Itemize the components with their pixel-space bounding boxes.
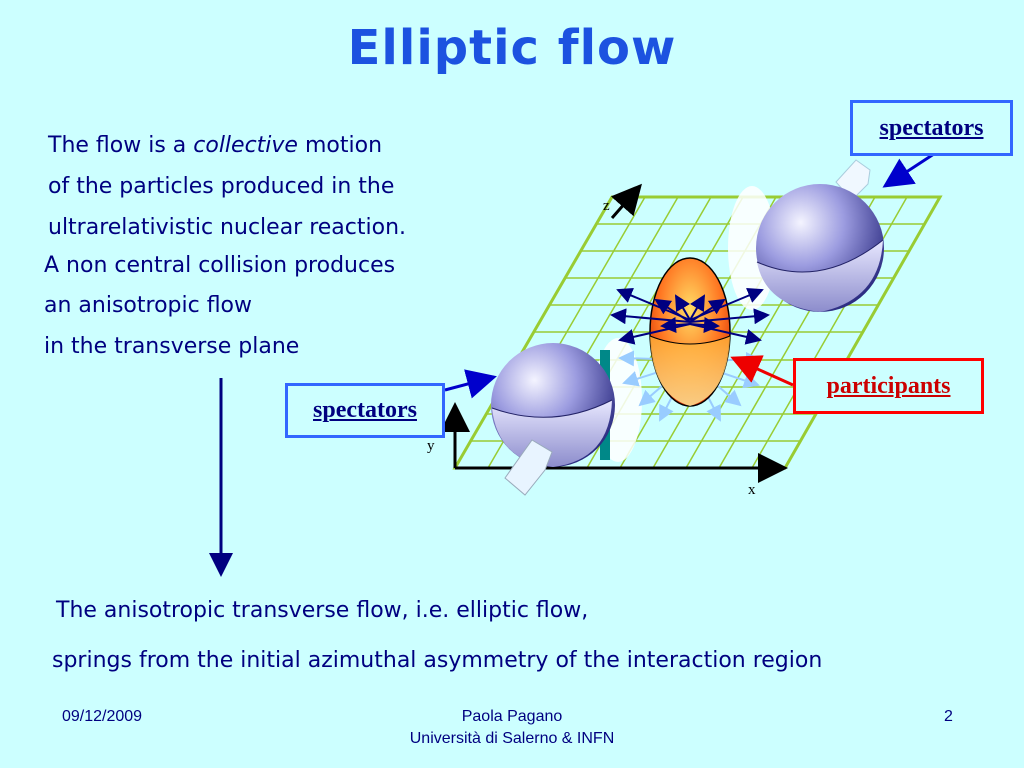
axis-y-label: y [427, 438, 435, 454]
participants-text: participants [826, 372, 951, 399]
axis-z-label: z [603, 198, 610, 214]
spectators-label-top: spectators [850, 100, 1013, 156]
slide-title: Elliptic flow [347, 20, 677, 76]
spectators-left-text: spectators [313, 397, 417, 423]
intro-line-1: The flow is a collective motion [48, 133, 382, 158]
spectator-nucleus-top [728, 159, 884, 312]
conclusion-line-2: springs from the initial azimuthal asymm… [52, 648, 823, 673]
intro-line-1-pre: The flow is a [48, 133, 194, 158]
spectators-top-pointer [882, 148, 941, 188]
collision-line-1: A non central collision produces [44, 253, 396, 278]
collision-line-2: an anisotropic flow [44, 293, 253, 318]
footer-affiliation: Università di Salerno & INFN [409, 730, 615, 747]
flow-arrows-dark [610, 288, 770, 345]
axis-x-label: x [748, 482, 756, 498]
participants-pointer [730, 355, 794, 387]
footer-author: Paola Pagano [461, 708, 563, 725]
footer-date: 09/12/2009 [62, 708, 143, 725]
intro-line-1-em: collective [193, 133, 298, 158]
coordinate-axes [440, 183, 788, 483]
conclusion-line-1: The anisotropic transverse flow, i.e. el… [56, 598, 589, 623]
collision-line-3: in the transverse plane [44, 334, 300, 359]
spectator-nucleus-bottom [491, 338, 642, 496]
participants-label: participants [793, 358, 984, 414]
spectators-top-text: spectators [879, 114, 984, 141]
spectators-left-pointer [444, 369, 497, 399]
intro-line-2: of the particles produced in the [48, 174, 395, 199]
footer-page-number: 2 [944, 708, 953, 725]
participant-zone [649, 257, 731, 407]
spectators-label-left: spectators [285, 383, 445, 438]
intro-line-1-post: motion [297, 133, 383, 158]
intro-line-3: ultrarelativistic nuclear reaction. [48, 215, 407, 240]
